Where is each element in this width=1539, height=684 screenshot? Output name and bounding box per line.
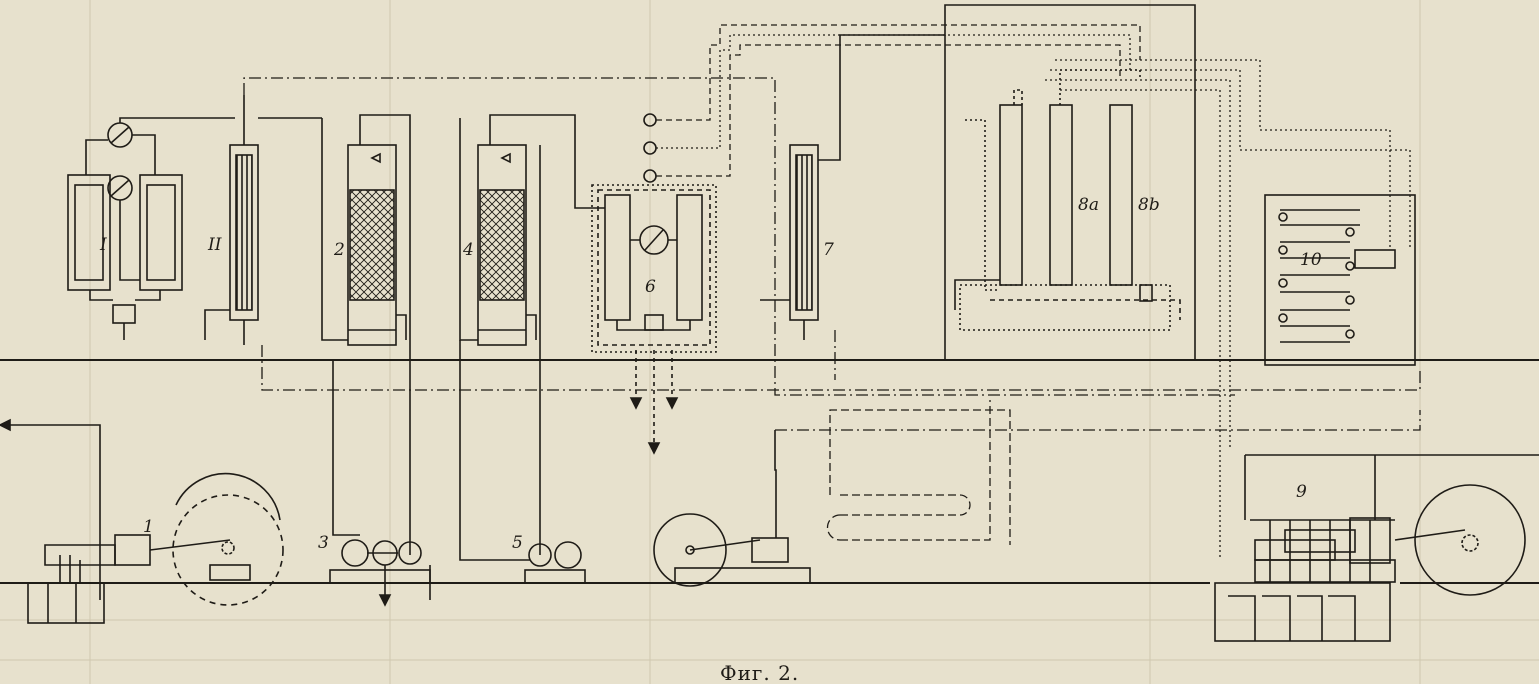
dashed-pipe-bundle xyxy=(656,24,1141,177)
figure-caption: Фиг. 2. xyxy=(720,661,799,684)
label-8b: 8b xyxy=(1138,195,1160,215)
label-8a: 8a xyxy=(1078,195,1099,215)
heat-exchanger-I xyxy=(67,117,235,340)
tower-2 xyxy=(258,114,411,555)
tower-4 xyxy=(459,114,605,561)
inlet-line xyxy=(0,424,101,600)
label-9: 9 xyxy=(1296,482,1307,502)
label-5: 5 xyxy=(512,533,523,553)
label-unit-I: I xyxy=(99,235,107,255)
inlet-arrow-icon xyxy=(0,418,11,432)
label-3: 3 xyxy=(318,533,329,553)
down-arrow-icons xyxy=(378,397,679,607)
dashed-coil xyxy=(826,400,1011,545)
compressor-1 xyxy=(27,472,284,624)
label-unit-II: II xyxy=(207,235,222,255)
unit-8 xyxy=(944,35,1181,360)
label-4: 4 xyxy=(462,240,474,260)
coil-10 xyxy=(1264,194,1416,366)
dotted-pipe-lines xyxy=(1045,59,1411,560)
vessel-6 xyxy=(591,113,717,445)
column-II xyxy=(204,95,259,345)
label-7: 7 xyxy=(823,240,834,260)
pump-5 xyxy=(524,541,586,584)
compressor-9 xyxy=(1214,454,1539,642)
label-1: 1 xyxy=(143,517,154,537)
label-10: 10 xyxy=(1300,250,1322,270)
compressor-center xyxy=(653,430,811,587)
label-2: 2 xyxy=(333,240,345,260)
label-6: 6 xyxy=(645,277,656,297)
pump-3 xyxy=(329,539,431,600)
